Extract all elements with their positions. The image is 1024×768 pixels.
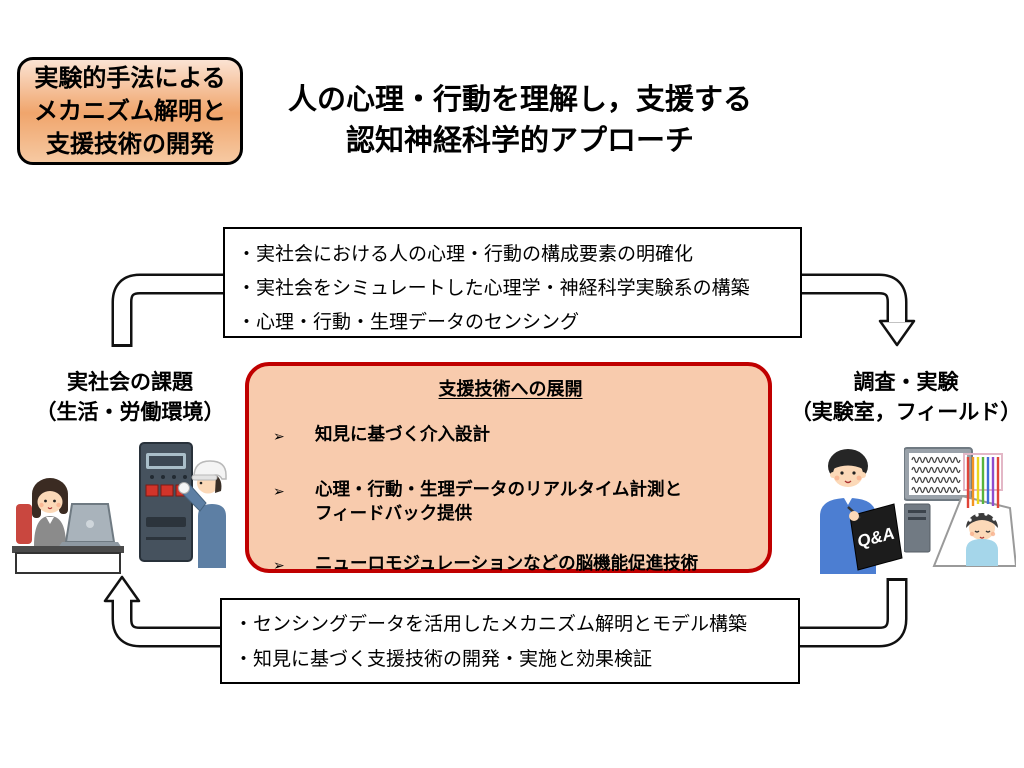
eeg-trace — [911, 456, 961, 464]
suit — [34, 516, 66, 546]
slide-title: 人の心理・行動を理解し，支援する 認知神経科学的アプローチ — [235, 80, 805, 162]
eeg-trace — [911, 486, 961, 494]
eeg-experiment-illustration — [904, 447, 1016, 567]
electrode-cap — [966, 513, 998, 528]
real-world-label: 実社会の課題 （生活・労働環境） — [10, 368, 250, 428]
glove — [178, 482, 190, 494]
support-bullet: ➢ 心理・行動・生理データのリアルタイム計測と フィードバック提供 — [273, 477, 748, 525]
survey-experiment-label: 調査・実験 （実験室，フィールド） — [788, 368, 1024, 428]
office-worker-at-laptop-illustration — [12, 478, 124, 574]
support-bullet-text: 知見に基づく介入設計 — [315, 424, 490, 444]
support-bullet-text: 心理・行動・生理データのリアルタイム計測と フィードバック提供 — [315, 479, 682, 523]
real-world-label-line1: 実社会の課題 — [67, 371, 193, 394]
worker-body — [198, 504, 226, 568]
eeg-trace — [911, 466, 961, 474]
bottom-arrow-head-up-icon — [103, 575, 141, 603]
bullet-item: ・知見に基づく支援技術の開発・実施と効果検証 — [234, 649, 653, 670]
title-line-2: 認知神経科学的アプローチ — [345, 125, 694, 157]
bullet-item: ・実社会における人の心理・行動の構成要素の明確化 — [237, 244, 694, 265]
red-button — [160, 484, 174, 497]
support-bullet: ➢ 知見に基づく介入設計 — [273, 422, 748, 448]
hand — [849, 511, 859, 521]
closed-eye — [974, 530, 980, 533]
desk-top — [12, 546, 124, 553]
real-world-label-line2: （生活・労働環境） — [35, 401, 225, 424]
support-bullet-text: ニューロモジュレーションなどの脳機能促進技術 — [315, 553, 699, 573]
badge-line: メカニズム解明と — [34, 97, 226, 125]
computer-tower — [904, 503, 931, 553]
participant-face — [969, 516, 995, 540]
qa-board — [849, 503, 903, 571]
chair — [16, 504, 32, 544]
title-line-1: 人の心理・行動を理解し，支援する — [287, 84, 752, 116]
closed-eye — [985, 530, 991, 533]
support-bullet: ➢ ニューロモジュレーションなどの脳機能促進技術 — [273, 551, 748, 577]
arrowhead-bullet-icon: ➢ — [273, 428, 285, 444]
badge-line: 支援技術の開発 — [46, 130, 214, 158]
badge-line: 実験的手法による — [34, 64, 226, 92]
bullet-item: ・実社会をシミュレートした心理学・神経科学実験系の構築 — [237, 278, 750, 299]
top-arrow-head-down-icon — [878, 319, 916, 347]
face — [833, 461, 863, 487]
desk-front — [15, 552, 121, 574]
feedback-process-box: ・センシングデータを活用したメカニズム解明とモデル構築 ・知見に基づく支援技術の… — [220, 598, 800, 684]
support-technology-box: 支援技術への展開 ➢ 知見に基づく介入設計 ➢ 心理・行動・生理データのリアルタ… — [245, 362, 772, 573]
survey-experiment-label-line2: （実験室，フィールド） — [790, 401, 1022, 424]
forward-process-box: ・実社会における人の心理・行動の構成要素の明確化 ・実社会をシミュレートした心理… — [223, 227, 802, 338]
bullet-item: ・センシングデータを活用したメカニズム解明とモデル構築 — [234, 614, 748, 635]
factory-worker-illustration — [139, 442, 227, 568]
arrowhead-bullet-icon: ➢ — [273, 483, 285, 499]
red-button — [145, 484, 159, 497]
bullet-item: ・心理・行動・生理データのセンシング — [237, 312, 580, 333]
face — [37, 491, 63, 513]
survey-experiment-label-line1: 調査・実験 — [853, 371, 959, 394]
method-badge: 実験的手法による メカニズム解明と 支援技術の開発 — [17, 57, 243, 165]
arrowhead-bullet-icon: ➢ — [273, 557, 285, 573]
eeg-trace — [911, 476, 961, 484]
researcher-with-board-illustration: Q&A — [820, 449, 903, 574]
support-technology-title: 支援技術への展開 — [438, 379, 583, 399]
participant-shirt — [966, 539, 998, 566]
